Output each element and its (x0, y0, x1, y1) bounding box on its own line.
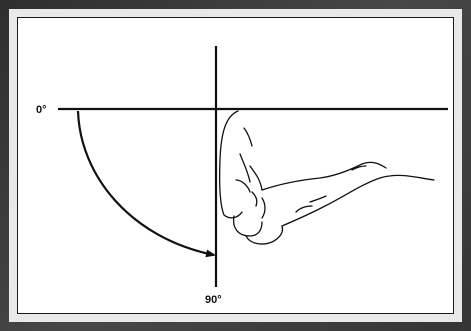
start-angle-label: 0° (36, 104, 47, 116)
range-of-motion-arc-arrow (76, 110, 216, 258)
flexed-hand-drawing (218, 110, 435, 245)
end-angle-label: 90° (205, 294, 222, 306)
